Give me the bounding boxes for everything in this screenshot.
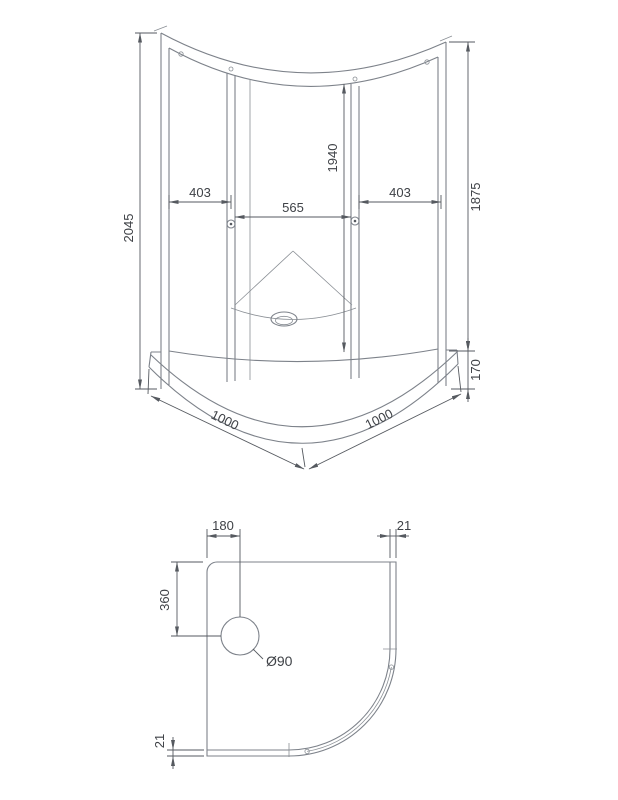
extension-lines	[135, 32, 157, 390]
door-stop-icon	[388, 664, 394, 670]
profile-joint-ticks	[288, 648, 397, 757]
dim-door-height: 1940	[325, 83, 346, 353]
dim-total-height: 2045	[121, 32, 157, 390]
plan-outline-outer	[206, 561, 397, 757]
drain-waste	[270, 311, 298, 327]
glass-height-label: 1875	[468, 183, 483, 212]
handle-knob-icon	[226, 219, 236, 229]
roller-details	[178, 51, 430, 82]
dim-drain-offset-y: 360	[157, 561, 221, 637]
corner-cap-ticks	[153, 25, 453, 42]
drain-outer-ellipse	[270, 311, 298, 327]
plan-view: Ø90 180 21 360 21	[152, 518, 411, 769]
dim-door-opening: 565	[234, 200, 352, 219]
door-stop-details	[304, 664, 394, 755]
dim-panel-right: 403	[358, 185, 442, 209]
dimension-line	[308, 393, 462, 470]
top-rail-arcs	[160, 32, 447, 87]
extension-lines	[206, 529, 241, 617]
panel-width-left-label: 403	[189, 185, 211, 200]
drain-inner-ellipse	[275, 315, 293, 326]
profile-top-label: 21	[397, 518, 411, 533]
handle-knob-icon	[350, 216, 360, 226]
roller-icon	[178, 51, 184, 57]
dimension-line	[150, 395, 305, 470]
extension-lines	[457, 365, 462, 393]
roller-icon	[424, 59, 430, 65]
door-stop-icon	[304, 748, 310, 755]
tray-skirt	[148, 349, 459, 444]
profile-bottom-label: 21	[152, 734, 167, 748]
left-frame-profile	[160, 33, 170, 389]
handle-dot-icon	[229, 222, 233, 226]
tray-rim	[151, 348, 457, 363]
extension-lines	[449, 41, 475, 352]
drain-offset-x-label: 180	[212, 518, 234, 533]
extension-lines	[171, 561, 221, 637]
dim-side-left: 1000	[147, 368, 306, 470]
door-height-label: 1940	[325, 144, 340, 173]
drain-offset-y-label: 360	[157, 589, 172, 611]
dim-glass-height: 1875	[449, 41, 483, 352]
side-length-right-label: 1000	[363, 406, 396, 432]
extension-lines	[389, 529, 397, 558]
roller-icon	[352, 76, 358, 82]
door-opening-label: 565	[282, 200, 304, 215]
drain-diameter-label: Ø90	[266, 653, 293, 669]
handle-dot-icon	[353, 219, 357, 223]
roller-icon	[228, 66, 234, 72]
door-handles	[226, 216, 360, 229]
door-stiles	[226, 73, 360, 382]
dim-profile-bottom: 21	[152, 734, 204, 769]
dim-drain-offset-x: 180	[206, 518, 241, 617]
total-height-label: 2045	[121, 214, 136, 243]
dim-panel-left: 403	[168, 185, 232, 209]
dim-profile-top: 21	[377, 518, 411, 558]
front-elevation-view: 2045 1875 170 1940 403	[121, 25, 483, 470]
sliding-door-arc	[307, 667, 392, 752]
drain-leader-line	[252, 648, 264, 660]
right-frame-profile	[437, 42, 447, 386]
plan-outline-inner	[207, 562, 391, 751]
dim-tray-height: 170	[451, 338, 483, 402]
panel-width-right-label: 403	[389, 185, 411, 200]
tray-height-label: 170	[468, 359, 483, 381]
side-length-left-label: 1000	[209, 407, 242, 433]
